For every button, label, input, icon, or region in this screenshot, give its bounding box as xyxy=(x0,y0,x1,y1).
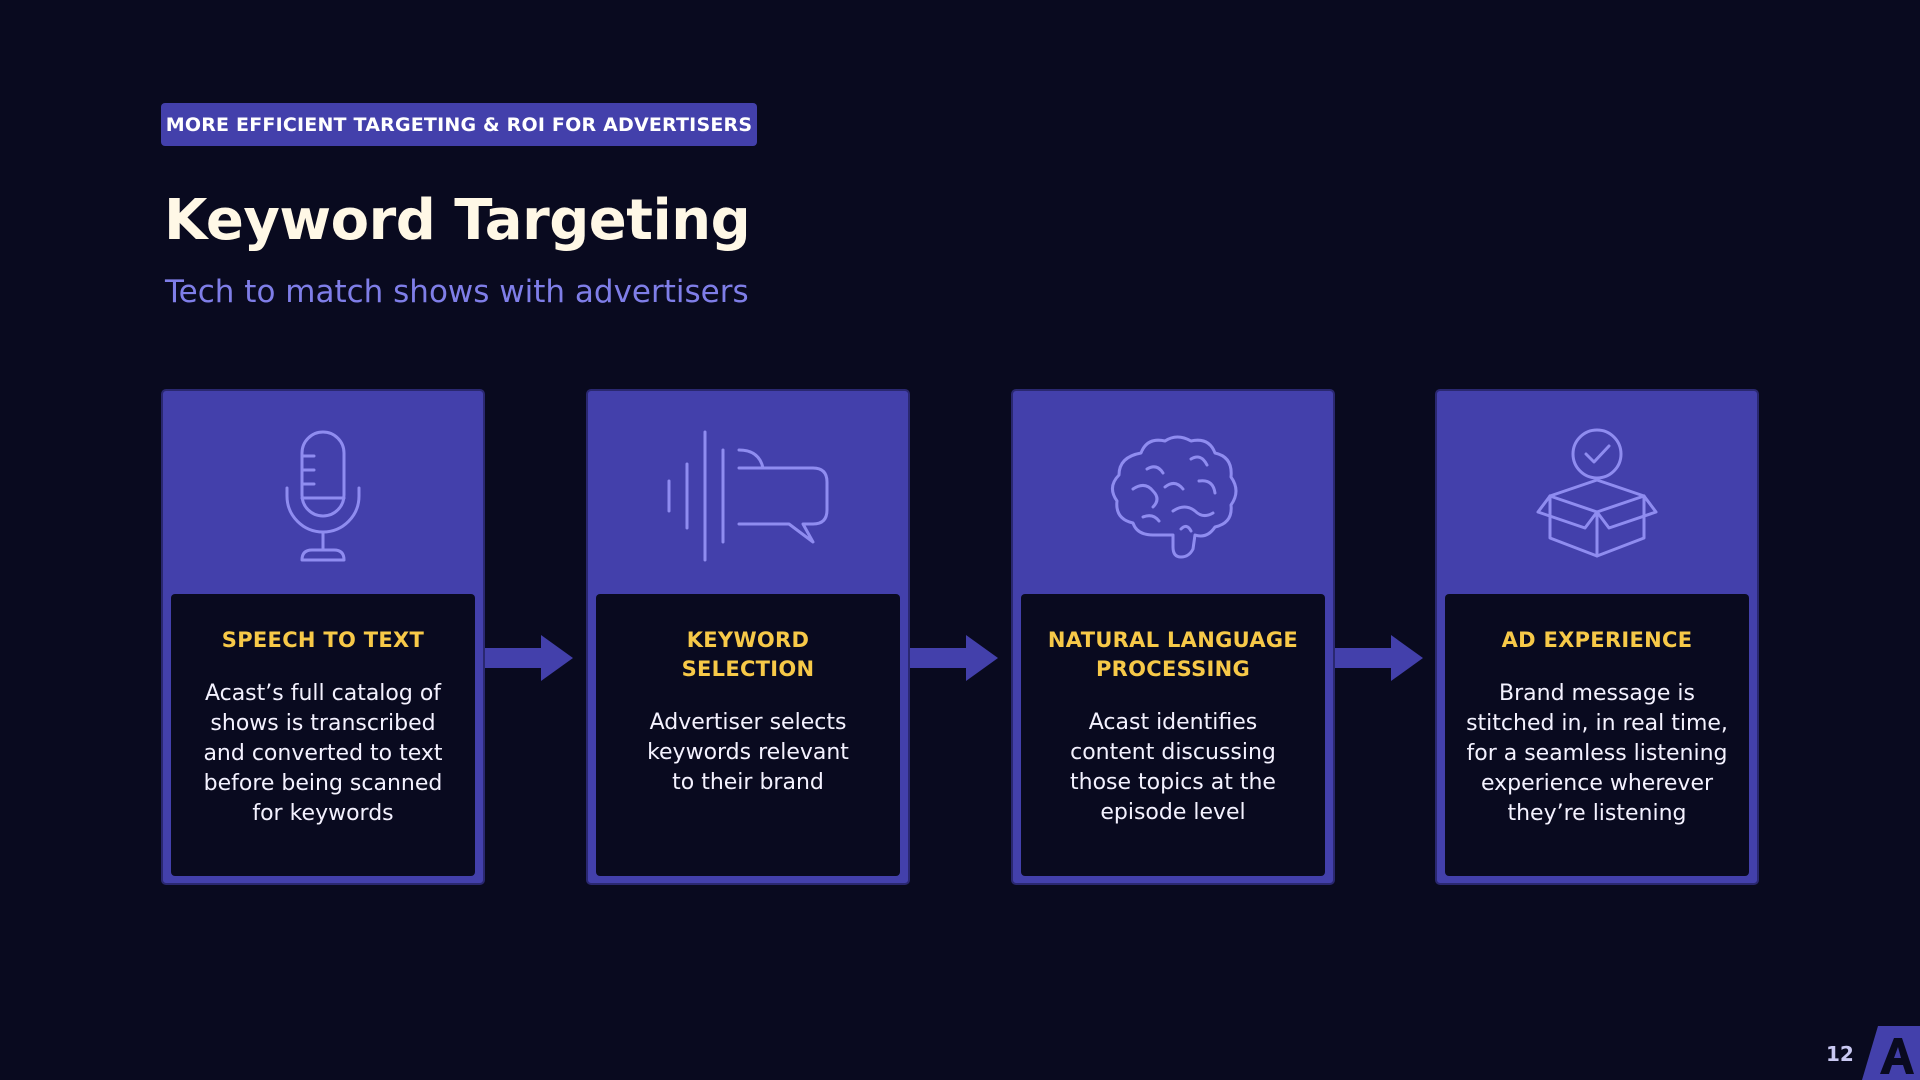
brain-icon xyxy=(1013,421,1333,571)
speech-bubble-icon xyxy=(588,421,908,571)
step-heading: AD EXPERIENCE xyxy=(1501,628,1693,652)
arrow-right-icon xyxy=(1335,635,1423,681)
page-number: 12 xyxy=(1826,1042,1854,1066)
step-content: AD EXPERIENCE Brand message is stitched … xyxy=(1445,594,1749,876)
step-description: Brand message is stitched in, in real ti… xyxy=(1466,681,1728,826)
box-check-icon xyxy=(1437,421,1757,571)
page-subtitle: Tech to match shows with advertisers xyxy=(165,274,749,310)
step-card-speech-to-text: SPEECH TO TEXT Acast’s full catalog of s… xyxy=(161,389,485,885)
arrow-right-icon xyxy=(910,635,998,681)
step-card-natural-language-processing: NATURAL LANGUAGE PROCESSING Acast identi… xyxy=(1011,389,1335,885)
acast-logo-icon xyxy=(1862,1026,1920,1080)
arrow-right-icon xyxy=(485,635,573,681)
step-heading: KEYWORD SELECTION xyxy=(681,628,815,681)
step-card-ad-experience: AD EXPERIENCE Brand message is stitched … xyxy=(1435,389,1759,885)
section-tag: MORE EFFICIENT TARGETING & ROI FOR ADVER… xyxy=(161,103,757,146)
step-heading: NATURAL LANGUAGE PROCESSING xyxy=(1047,628,1299,681)
step-content: NATURAL LANGUAGE PROCESSING Acast identi… xyxy=(1021,594,1325,876)
step-content: SPEECH TO TEXT Acast’s full catalog of s… xyxy=(171,594,475,876)
step-card-keyword-selection: KEYWORD SELECTION Advertiser selects key… xyxy=(586,389,910,885)
step-description: Acast identifies content discussing thos… xyxy=(1070,710,1276,825)
step-heading: SPEECH TO TEXT xyxy=(221,628,425,652)
step-content: KEYWORD SELECTION Advertiser selects key… xyxy=(596,594,900,876)
microphone-icon xyxy=(163,421,483,571)
page-title: Keyword Targeting xyxy=(164,188,751,253)
step-description: Acast’s full catalog of shows is transcr… xyxy=(203,681,443,826)
step-description: Advertiser selects keywords relevant to … xyxy=(647,710,849,795)
